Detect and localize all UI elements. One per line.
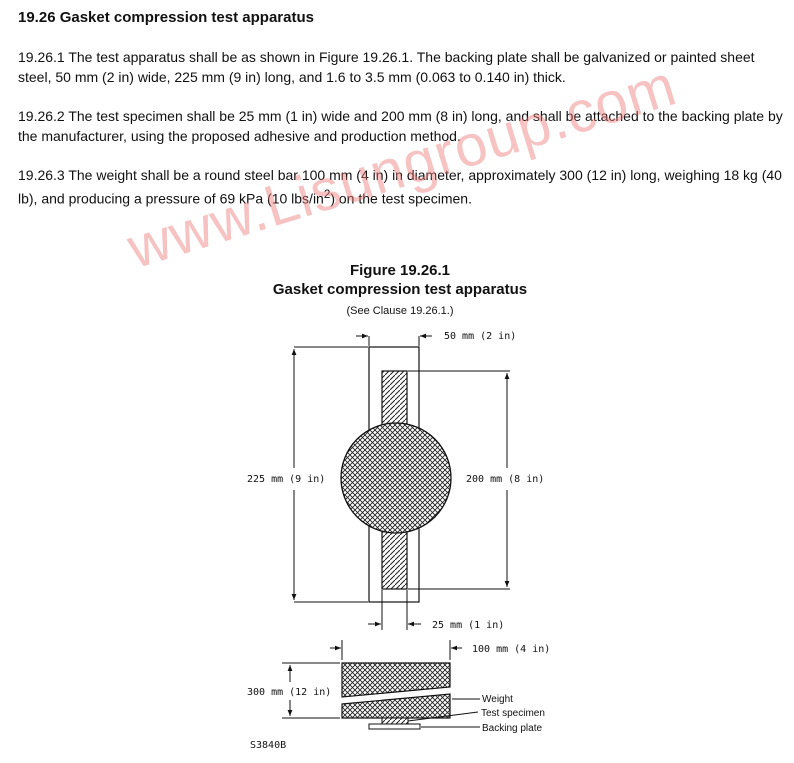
paragraph-19-26-3-tail: ) on the test specimen. [330, 190, 472, 207]
test-specimen-side [381, 717, 409, 725]
figure-number: Figure 19.26.1 [349, 262, 451, 279]
label-backing-plate: Backing plate [482, 723, 542, 734]
backing-plate-side [368, 723, 421, 730]
superscript: 2 [323, 188, 331, 201]
section-heading: 19.26 Gasket compression test apparatus [18, 9, 314, 26]
label-test-specimen: Test specimen [481, 708, 545, 719]
dim-bar-diameter: 100 mm (4 in) [472, 644, 550, 655]
weight-bar-circle [340, 422, 452, 534]
weight-bar-upper [341, 662, 451, 698]
dim-plate-length: 225 mm (9 in) [247, 474, 325, 485]
dim-specimen-width: 25 mm (1 in) [432, 620, 504, 631]
paragraph-19-26-1: 19.26.1 The test apparatus shall be as s… [18, 49, 755, 85]
paragraph-19-26-2: 19.26.2 The test specimen shall be 25 mm… [18, 108, 783, 144]
figure-title: Gasket compression test apparatus [272, 281, 528, 298]
paragraph-19-26-3-text: 19.26.3 The weight shall be a round stee… [18, 167, 782, 207]
label-weight: Weight [482, 694, 513, 705]
figure-reference: (See Clause 19.26.1.) [346, 305, 454, 317]
dim-specimen-length: 200 mm (8 in) [466, 474, 544, 485]
dim-plate-width: 50 mm (2 in) [444, 331, 516, 342]
weight-bar-lower [341, 693, 451, 719]
paragraph-19-26-3: 19.26.3 The weight shall be a round stee… [18, 165, 786, 209]
dim-bar-length: 300 mm (12 in) [247, 687, 331, 698]
drawing-code: S3840B [250, 740, 286, 751]
